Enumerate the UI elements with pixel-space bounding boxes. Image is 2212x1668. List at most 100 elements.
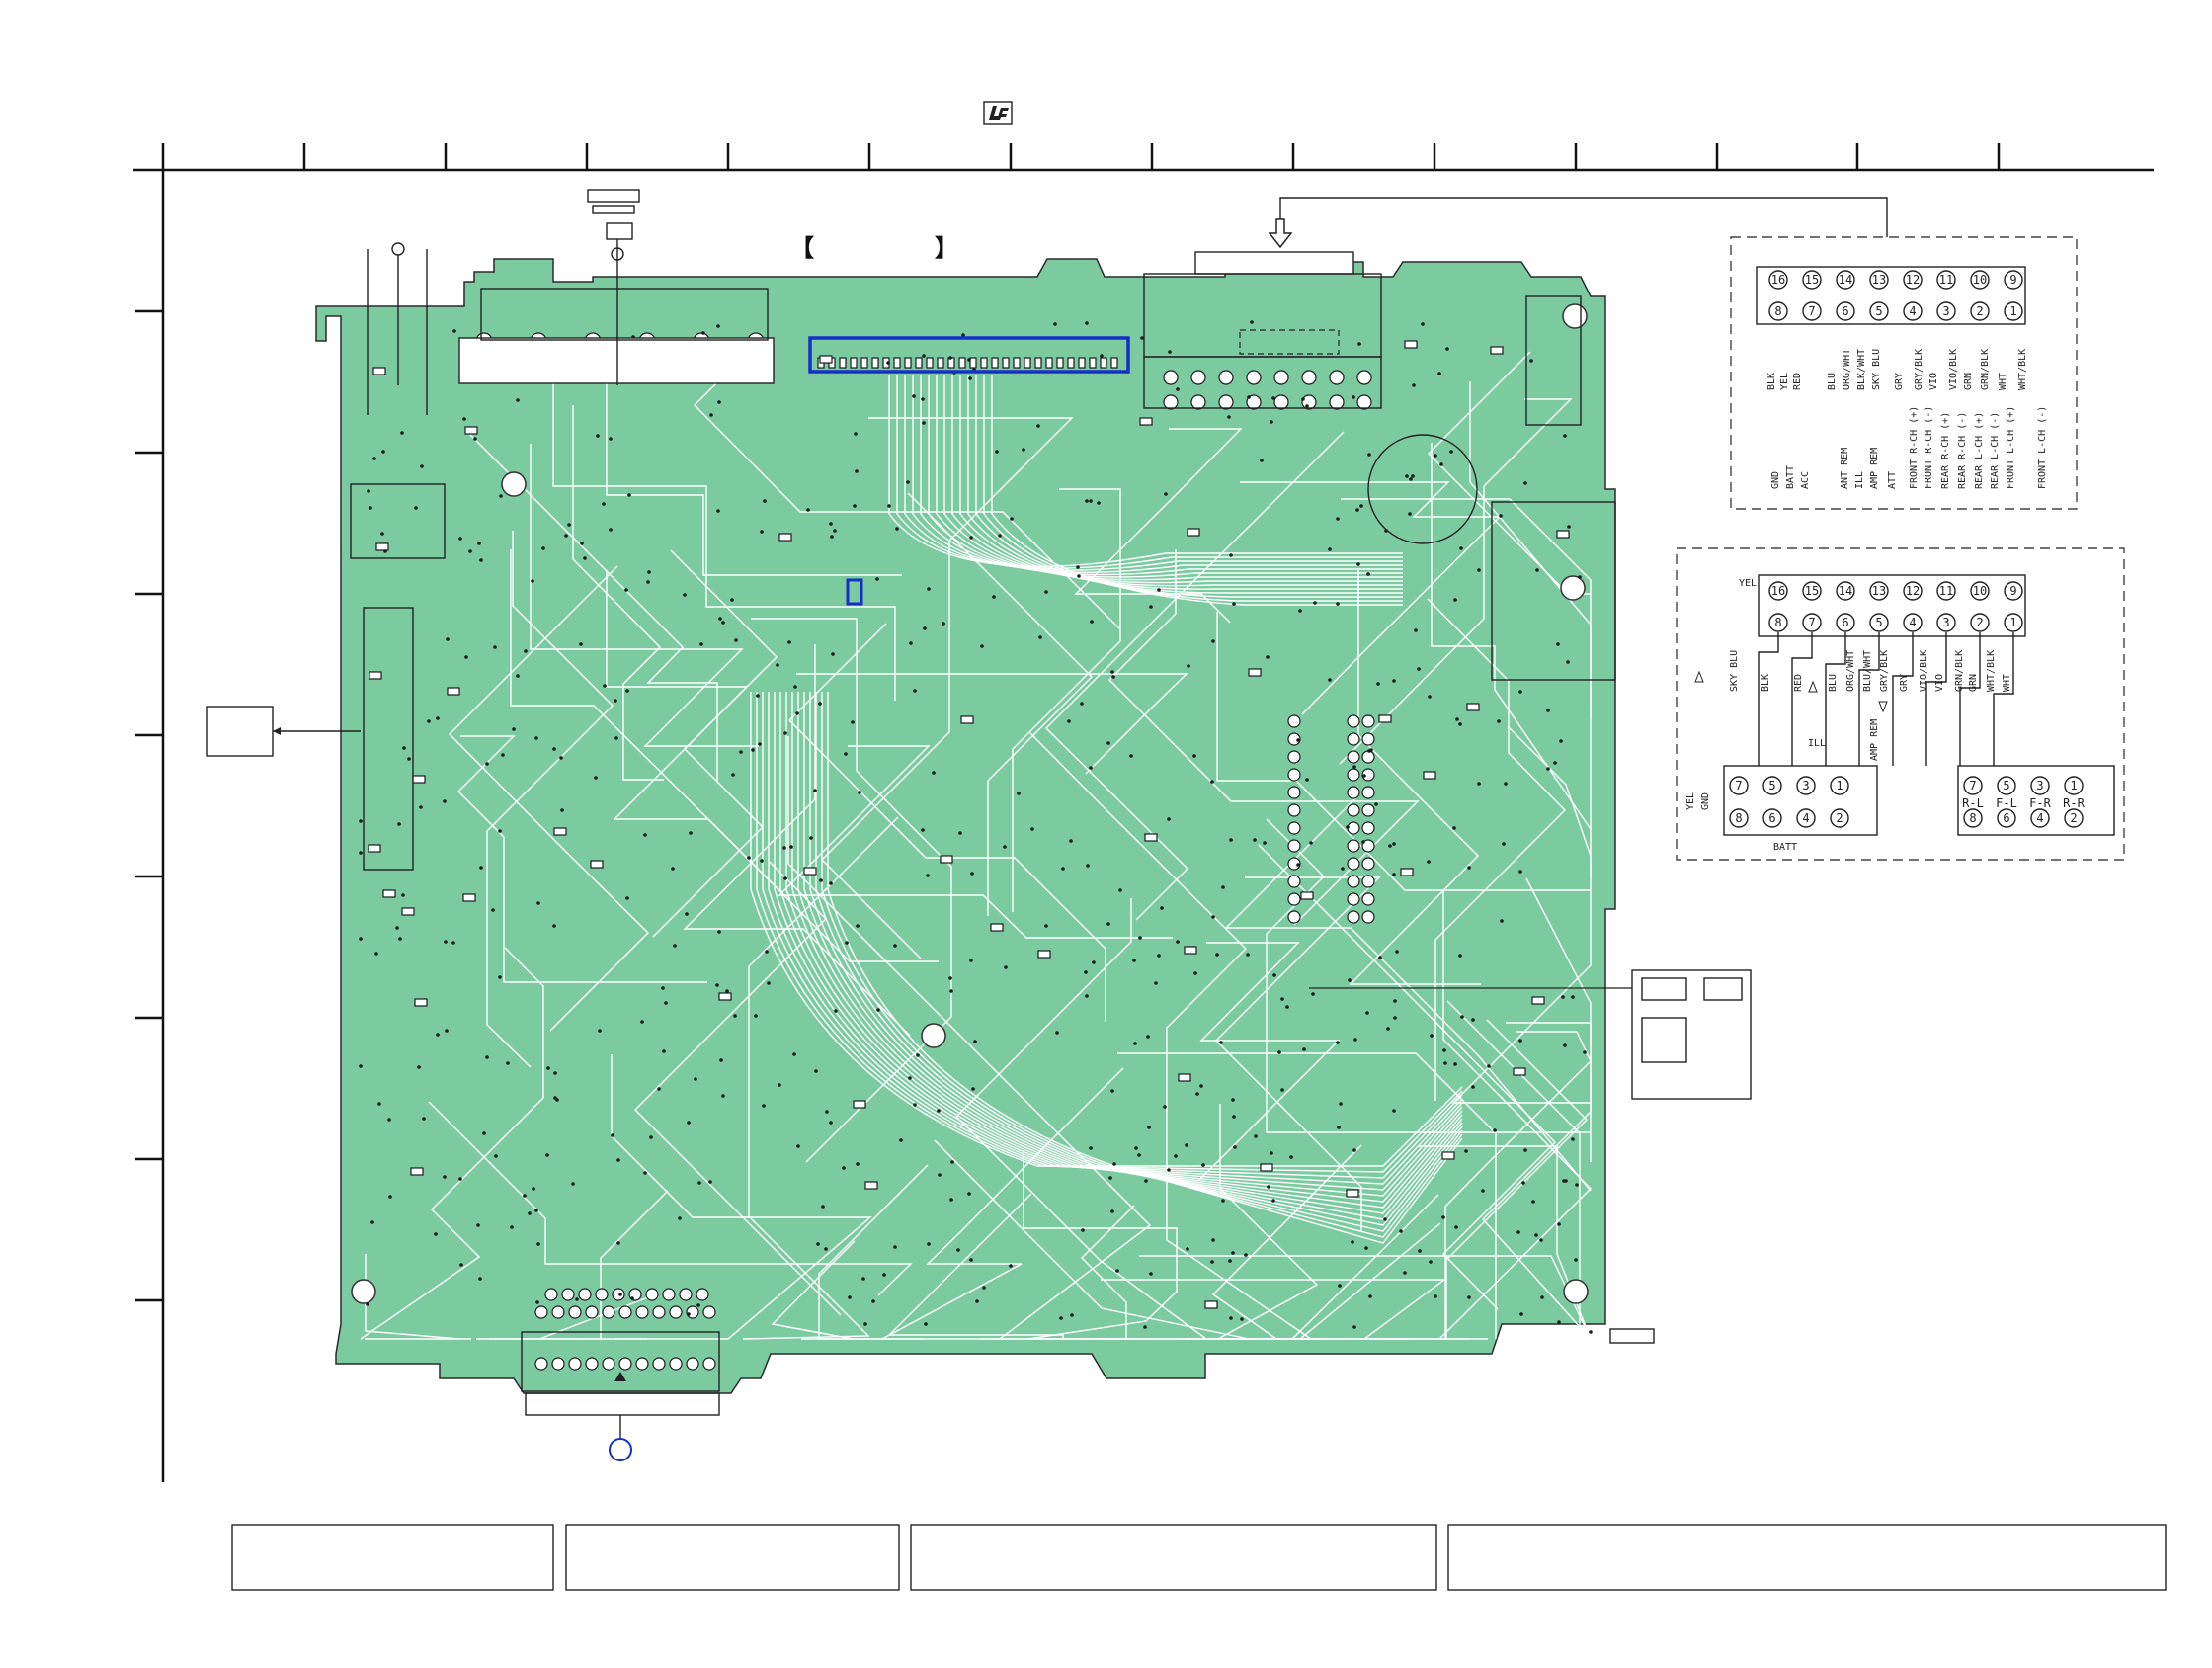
ic-pad [1287,750,1301,764]
via [1296,738,1300,742]
pcb-trace [1258,844,1556,1310]
harness-pin [1768,301,1788,321]
harness-wire [1858,632,1880,766]
via [1022,448,1025,452]
ic-pad [1361,857,1375,871]
via [1477,568,1481,572]
harness-wire [1959,632,1981,766]
ic-pad [1287,803,1301,817]
connector-pad [1246,394,1262,410]
pcb-trace [552,379,896,701]
via [1408,512,1412,516]
mounting-hole [351,1279,376,1304]
via [1004,965,1008,969]
harness-label: WHT [1998,373,2008,390]
pcb-trace [611,1054,872,1340]
harness-label: FRONT L-CH (+) [2006,406,2016,489]
pcb-trace [1216,612,1591,891]
via [1529,359,1533,363]
harness-pin-number: 1 [2009,304,2016,318]
harness-pin [1796,808,1816,828]
connector-pad [595,1288,609,1301]
via [444,940,448,944]
smd-component [401,907,415,916]
via [958,831,962,835]
via [1546,709,1550,712]
via [1132,959,1136,962]
connector-pad [544,1288,558,1301]
via [715,983,719,987]
via [1531,1200,1535,1204]
harness-pin [1936,581,1956,601]
harness-label: VIO [1934,674,1945,692]
harness-label: ILL [1854,471,1865,489]
smd-component [1300,891,1314,900]
footer-box-4 [1447,1524,2167,1591]
harness-pin-number: 16 [1771,273,1785,287]
harness-pin [1802,581,1822,601]
via [871,1299,875,1303]
ic-pad [1347,857,1360,871]
harness-label: BATT [1785,465,1796,489]
via [1137,1153,1141,1157]
harness-pin [1830,776,1849,795]
via [1089,1146,1093,1150]
via [1521,1181,1525,1185]
via [998,534,1002,538]
via [1272,973,1276,977]
via [1080,702,1084,706]
harness-pin [2030,776,2050,795]
via [1376,682,1380,686]
via [1231,1251,1235,1255]
via [1357,342,1361,346]
via [678,1216,682,1220]
ic-pad [1347,821,1360,835]
harness-pin [1802,613,1822,632]
via [1085,321,1089,325]
via [1144,1179,1148,1183]
via [1534,1233,1538,1237]
via [1219,1041,1223,1044]
harness-pin [2064,776,2084,795]
via [1352,765,1356,769]
harness-pin-number: 10 [1973,273,1987,287]
via [694,1077,697,1081]
harness-pin [2030,808,2050,828]
harness-pin [1836,581,1855,601]
connector-pad [696,1288,709,1301]
via [967,1192,971,1196]
harness-pin-number: 12 [1906,584,1920,598]
harness-pin-number: 5 [1768,779,1775,792]
via [458,1177,462,1181]
via [1296,863,1300,867]
smd-component [1187,528,1200,537]
via [602,502,606,506]
via [833,529,837,533]
harness-label: ACC [1800,471,1811,489]
connector-pad [645,1288,659,1301]
pcb-trace [530,444,759,747]
harness-pin-number: 8 [1774,304,1781,318]
ic-pad [1347,803,1360,817]
via [1030,827,1034,831]
via [899,1138,903,1142]
via [1201,1163,1205,1167]
pcb-bus-trace [750,692,1463,1167]
via [718,617,722,621]
via [462,417,466,421]
harness-pin-number: 9 [2009,584,2016,598]
smd-component [1441,1151,1455,1160]
pcb-trace [683,644,911,1037]
via [661,986,665,990]
via [809,836,813,840]
connector-pad [662,1288,676,1301]
via [1567,525,1571,529]
via [1010,517,1014,521]
connector-pad [1301,370,1317,385]
ic-pad [1361,768,1375,782]
pcb-bus-trace [809,692,1463,1226]
via [789,845,793,849]
harness-pin [1869,581,1889,601]
via [758,742,762,746]
via [1460,1015,1464,1019]
